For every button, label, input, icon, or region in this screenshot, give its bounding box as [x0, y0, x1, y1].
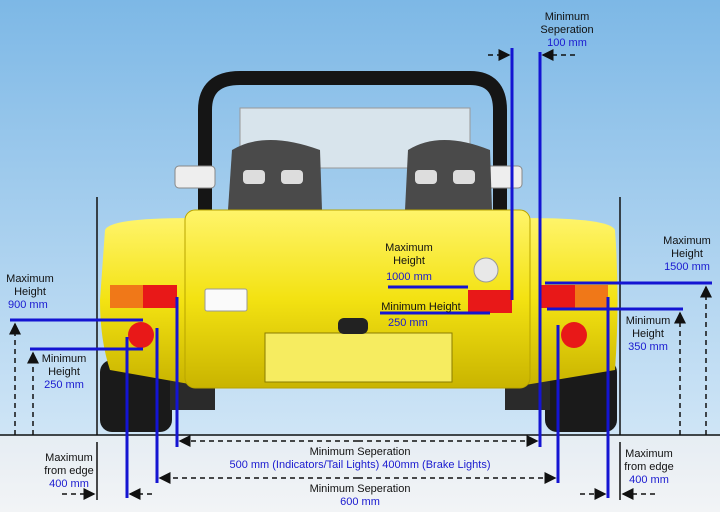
label-line2: Height	[632, 328, 664, 340]
label-line1: Maximum	[385, 242, 433, 254]
label-line1: Maximum	[45, 452, 93, 464]
reflector	[204, 288, 248, 312]
label-line2: from edge	[44, 465, 94, 477]
label-line2: Height	[14, 286, 46, 298]
indicator-left	[110, 285, 143, 308]
label-line1: Minimum Height	[381, 301, 461, 313]
label-line1: Minimum	[41, 353, 87, 365]
label-value: 250 mm	[44, 379, 84, 391]
label-line2: Seperation	[540, 24, 594, 36]
label-value: 1500 mm	[664, 261, 710, 273]
label-line1: Minimum	[625, 315, 671, 327]
guide-lines	[10, 48, 712, 498]
label-line1: Minimum	[544, 11, 590, 23]
car	[100, 71, 618, 432]
dimension-arrows	[9, 49, 712, 500]
reverse-light-right	[561, 322, 587, 348]
label-value: 100 mm	[547, 37, 587, 49]
left-max-height-label: Maximum Height 900 mm	[2, 273, 58, 312]
label-value: 350 mm	[628, 341, 668, 353]
label-line1: Minimum Seperation	[309, 446, 411, 458]
center-max-height-label: Maximum Height 1000 mm	[378, 242, 440, 284]
label-value: 1000 mm	[386, 271, 432, 283]
mirror	[174, 165, 216, 189]
label-value: 600 mm	[340, 496, 380, 508]
center-min-height-label: Minimum Height 250 mm	[376, 301, 466, 330]
label-line2: Height	[48, 366, 80, 378]
right-from-edge-label: Maximum from edge 400 mm	[620, 448, 678, 487]
right-min-height-label: Minimum Height 350 mm	[620, 315, 676, 354]
label-line1: Minimum Seperation	[309, 483, 411, 495]
seat-right	[405, 140, 492, 210]
brake-light-center	[468, 290, 512, 313]
left-min-height-label: Minimum Height 250 mm	[36, 353, 92, 392]
label-line1: Maximum	[6, 273, 54, 285]
bottom-separation-1-label: Minimum Seperation 500 mm (Indicators/Ta…	[200, 446, 520, 472]
bottom-separation-2-label: Minimum Seperation 600 mm	[250, 483, 470, 509]
tail-light-right	[541, 285, 575, 308]
tail-light-left	[143, 285, 177, 308]
label-line1: Maximum	[625, 448, 673, 460]
seat-left	[228, 140, 322, 210]
fog-light-left	[128, 322, 154, 348]
right-max-height-label: Maximum Height 1500 mm	[656, 235, 718, 274]
label-value: 400 mm	[49, 478, 89, 490]
indicator-right	[575, 285, 608, 308]
tyre-left	[100, 360, 172, 432]
label-line1: Maximum	[663, 235, 711, 247]
label-line2: Height	[671, 248, 703, 260]
label-line2: Height	[393, 255, 425, 267]
roll-bar	[198, 71, 507, 215]
label-value: 900 mm	[8, 299, 48, 311]
left-from-edge-label: Maximum from edge 400 mm	[40, 452, 98, 491]
number-plate	[264, 332, 453, 383]
label-value: 400 mm	[629, 474, 669, 486]
top-separation-label: Minimum Seperation 100 mm	[530, 11, 604, 50]
label-line2: from edge	[624, 461, 674, 473]
fuel-cap	[473, 257, 499, 283]
edge-lines	[0, 197, 720, 500]
label-value: 500 mm (Indicators/Tail Lights) 400mm (B…	[229, 459, 491, 471]
label-value: 250 mm	[388, 317, 428, 329]
